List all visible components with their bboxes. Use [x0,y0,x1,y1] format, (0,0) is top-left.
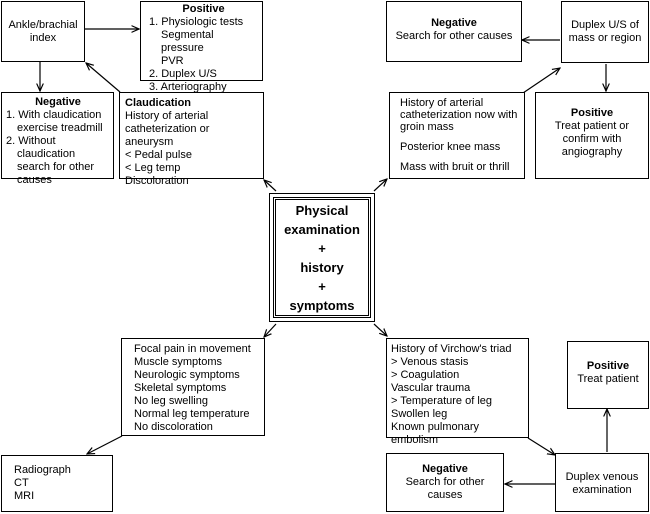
node-line: Swollen leg [391,408,448,420]
node-line: > Coagulation [391,369,460,381]
arrow-focal-to-radiograph [87,435,123,454]
node-negative-bottom-right: Negative Search for other causes [386,453,504,512]
center-line: examination [284,221,360,237]
node-line: Focal pain in movement [134,343,251,355]
arrow-virchow-to-duplex-venous [527,437,555,455]
node-line: > Temperature of leg [391,395,492,407]
node-line: examination [572,484,632,496]
node-title: Negative [35,96,81,108]
node-title: Positive [182,3,225,15]
node-line: Skeletal symptoms [134,382,227,394]
node-title: Negative [431,17,477,29]
node-item: Segmental pressure [161,29,214,54]
node-line: Known pulmonary embolism [391,421,480,446]
node-line: < Pedal pulse [125,149,192,161]
node-line: Discoloration [125,175,189,187]
node-line: Muscle symptoms [134,356,223,368]
node-line: angiography [561,146,623,158]
arrow-claudication-to-ankle [86,63,121,93]
node-virchow-triad: History of Virchow's triad > Venous stas… [386,338,529,446]
node-line: Vascular trauma [391,382,471,394]
node-title: Negative [422,463,468,475]
center-line: symptoms [289,297,355,313]
node-line: Ankle/brachial [8,19,78,31]
node-line: Normal leg temperature [134,408,250,420]
node-line: No discoloration [134,421,213,433]
node-claudication: Claudication History of arterial cathete… [119,92,264,187]
node-line: CT [14,477,29,489]
node-title: Positive [570,107,614,119]
node-line: MRI [14,490,35,502]
node-item: 3. Arteriography [149,81,227,93]
center-line: + [318,240,326,256]
node-item: 1. Physiologic tests [149,16,244,28]
node-line: Neurologic symptoms [134,369,240,381]
center-line: Physical [295,202,349,218]
node-duplex-venous: Duplex venous examination [555,453,649,512]
arrow-center-to-claudication [264,180,277,192]
arrow-center-to-virchow [373,323,387,336]
node-item: 2. Without claudication search for other… [6,135,95,186]
center-node-physical-exam: Physical examination + history + symptom… [269,193,375,322]
node-positive-top-left: Positive 1. Physiologic tests Segmental … [140,1,263,93]
node-line: < Leg temp [125,162,181,174]
arrow-center-to-history-arterial [373,179,387,192]
center-node-text: Physical examination + history + symptom… [273,197,371,318]
node-history-arterial: History of arterial catheterization now … [389,92,525,179]
node-negative-top-right: Negative Search for other causes [386,1,522,62]
node-duplex-mass: Duplex U/S of mass or region [561,1,649,63]
node-line: Treat patient [577,373,639,385]
node-line: > Venous stasis [391,356,469,368]
center-line: + [318,278,326,294]
node-focal-pain: Focal pain in movement Muscle symptoms N… [121,338,265,436]
node-item: PVR [161,55,184,67]
node-line: Mass with bruit or thrill [400,161,510,173]
node-positive-bottom-right: Positive Treat patient [567,341,649,409]
node-line: mass or region [568,32,642,44]
node-line: Search for other [405,476,485,488]
node-line: History of Virchow's triad [391,343,512,355]
node-line: Posterior knee mass [400,141,501,153]
node-title: Claudication [125,97,192,109]
node-line: No leg swelling [134,395,208,407]
node-line: History of arterial catheterization or a… [125,110,210,148]
node-title: Positive [586,360,630,372]
arrow-history-to-duplex-mass [522,68,560,94]
center-line: history [300,259,344,275]
node-ankle-brachial-index: Ankle/brachial index [1,1,85,62]
node-line: Duplex venous [565,471,639,483]
node-line: Radiograph [14,464,71,476]
arrow-center-to-focal-pain [264,323,277,337]
node-line: Search for other causes [395,30,513,42]
node-line: Treat patient or [554,120,630,132]
node-line: Duplex U/S of [571,19,639,31]
node-line: causes [427,489,463,501]
node-line: History of arterial catheterization now … [400,97,518,133]
node-positive-top-right: Positive Treat patient or confirm with a… [535,92,649,179]
node-item: 1. With claudication exercise treadmill [6,109,103,134]
node-item: 2. Duplex U/S [149,68,217,80]
node-line: confirm with [562,133,622,145]
node-negative-top-left: Negative 1. With claudication exercise t… [1,92,114,186]
node-line: index [29,32,57,44]
node-radiograph: Radiograph CT MRI [1,455,113,512]
